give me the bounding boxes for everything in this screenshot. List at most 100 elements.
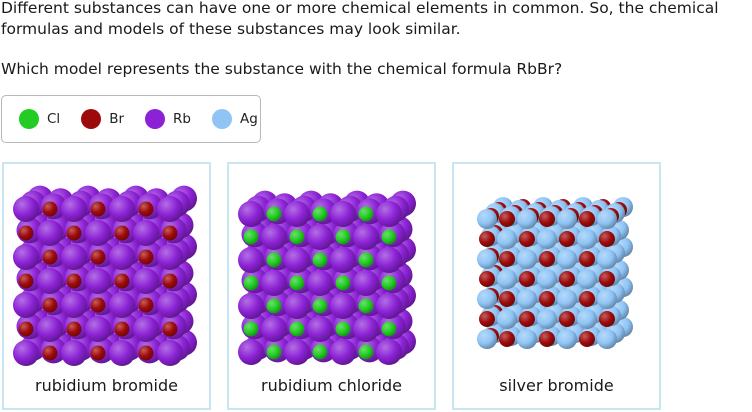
br-atom — [499, 211, 515, 227]
rb-atom — [157, 196, 183, 222]
br-atom — [519, 271, 535, 287]
cl-atom — [312, 252, 328, 268]
rb-atom — [353, 270, 379, 296]
rb-atom — [37, 268, 63, 294]
rubidium-bromide-model — [13, 185, 197, 366]
rb-atom — [85, 268, 111, 294]
rb-atom — [157, 244, 183, 270]
rb-atom — [13, 244, 39, 270]
ag-atom — [537, 309, 557, 329]
intro-text: Different substances can have one or mor… — [1, 0, 719, 38]
cl-atom — [289, 229, 305, 245]
choice-card-rubidium-bromide[interactable]: rubidium bromide — [2, 162, 211, 410]
silver-bromide-model — [477, 197, 633, 349]
br-atom — [114, 273, 130, 289]
br-atom — [559, 311, 575, 327]
element-legend: Cl Br Rb Ag — [1, 95, 261, 143]
choice-card-rubidium-chloride[interactable]: rubidium chloride — [227, 162, 436, 410]
cl-atom — [335, 321, 351, 337]
rb-atom — [61, 292, 87, 318]
rb-atom — [37, 220, 63, 246]
rb-atom — [157, 292, 183, 318]
ag-atom — [497, 269, 517, 289]
choice-label: silver bromide — [499, 376, 614, 395]
ag-atom — [557, 209, 577, 229]
legend-item-rb: Rb — [145, 109, 191, 129]
br-atom — [90, 201, 106, 217]
cl-atom — [289, 275, 305, 291]
br-atom — [42, 249, 58, 265]
rb-atom — [238, 201, 264, 227]
br-atom — [90, 345, 106, 361]
ag-atom — [537, 269, 557, 289]
ag-atom — [557, 329, 577, 349]
choice-label: rubidium chloride — [261, 376, 402, 395]
rb-atom — [284, 201, 310, 227]
cl-atom — [381, 275, 397, 291]
cl-atom — [358, 252, 374, 268]
rb-atom — [61, 244, 87, 270]
rb-atom — [261, 224, 287, 250]
cl-atom — [335, 229, 351, 245]
rb-atom — [133, 220, 159, 246]
ag-atom — [577, 229, 597, 249]
br-atom — [519, 311, 535, 327]
legend-label: Br — [109, 111, 124, 127]
cl-atom — [312, 344, 328, 360]
cl-atom — [358, 206, 374, 222]
rb-atom — [376, 201, 402, 227]
ag-atom — [537, 229, 557, 249]
br-atom — [114, 225, 130, 241]
ag-atom — [557, 289, 577, 309]
ag-atom — [477, 249, 497, 269]
rb-atom — [13, 292, 39, 318]
ag-atom — [477, 209, 497, 229]
cl-atom — [243, 229, 259, 245]
br-atom — [579, 291, 595, 307]
cl-atom — [266, 344, 282, 360]
ag-atom — [477, 329, 497, 349]
ag-atom — [597, 289, 617, 309]
br-atom — [138, 249, 154, 265]
br-atom — [539, 331, 555, 347]
br-atom — [162, 273, 178, 289]
rb-atom — [238, 293, 264, 319]
ag-atom — [597, 209, 617, 229]
silver-swatch — [211, 109, 232, 129]
rb-atom — [261, 316, 287, 342]
cl-atom — [381, 321, 397, 337]
cl-atom — [312, 298, 328, 314]
br-atom — [559, 271, 575, 287]
br-atom — [519, 231, 535, 247]
rb-atom — [284, 339, 310, 365]
choice-card-silver-bromide[interactable]: silver bromide — [452, 162, 661, 410]
cl-atom — [335, 275, 351, 291]
rb-atom — [330, 339, 356, 365]
br-atom — [479, 311, 495, 327]
rb-atom — [376, 339, 402, 365]
ag-atom — [497, 229, 517, 249]
br-atom — [539, 251, 555, 267]
rubidium-swatch — [145, 109, 165, 129]
rb-atom — [61, 340, 87, 366]
rb-atom — [109, 292, 135, 318]
question-text: Which model represents the substance wit… — [1, 60, 563, 78]
br-atom — [162, 225, 178, 241]
legend-label: Cl — [47, 111, 61, 127]
ag-atom — [517, 209, 537, 229]
br-atom — [479, 231, 495, 247]
rb-atom — [307, 316, 333, 342]
br-atom — [579, 251, 595, 267]
rb-atom — [109, 244, 135, 270]
ag-atom — [597, 249, 617, 269]
br-atom — [66, 273, 82, 289]
rb-atom — [284, 293, 310, 319]
br-atom — [162, 321, 178, 337]
rb-atom — [238, 247, 264, 273]
br-atom — [90, 297, 106, 313]
rb-atom — [261, 270, 287, 296]
rb-atom — [13, 340, 39, 366]
br-atom — [539, 211, 555, 227]
rb-atom — [61, 196, 87, 222]
ag-atom — [497, 309, 517, 329]
